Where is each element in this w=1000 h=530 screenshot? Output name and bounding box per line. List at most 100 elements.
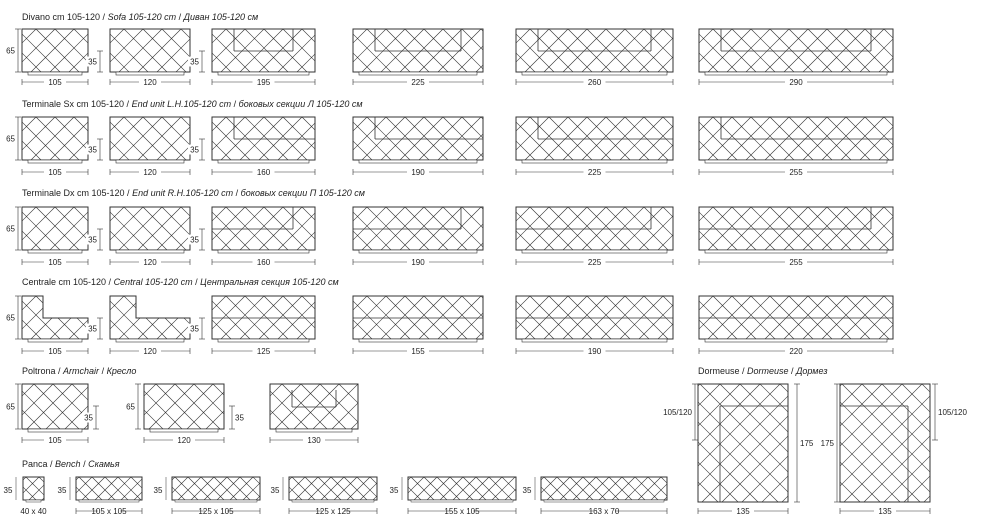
unit-terminale-sx-255 (698, 116, 894, 164)
quilt-pattern (353, 207, 483, 250)
section-title-poltrona: Poltrona / Armchair / Кресло (22, 366, 137, 376)
width-dimension-label: 120 (143, 78, 157, 87)
height-dimension-label: 65 (6, 47, 15, 56)
quilt-pattern (22, 29, 88, 72)
bench-125x105 (171, 476, 261, 503)
unit-terminale-sx-225 (515, 116, 674, 164)
width-dimension-label: 260 (588, 78, 602, 87)
unit-centrale-190 (515, 295, 674, 343)
quilt-pattern (699, 29, 893, 72)
bench-105x105 (75, 476, 143, 503)
quilt-pattern (172, 477, 260, 500)
quilt-pattern (212, 29, 315, 72)
width-dimension-label: 105 (48, 78, 62, 87)
width-dimension-label: 40 x 40 (20, 507, 47, 516)
bench-40x40 (22, 476, 45, 503)
quilt-pattern (212, 296, 315, 339)
height-dimension-label: 35 (88, 236, 97, 245)
height-dimension-label: 65 (6, 314, 15, 323)
quilt-pattern (23, 477, 44, 500)
unit-terminale-dx-160 (211, 206, 316, 254)
height-dimension-label: 65 (6, 225, 15, 234)
unit-centrale-120 (109, 295, 191, 343)
width-dimension-label: 135 (736, 507, 750, 516)
section-title-terminale-dx: Terminale Dx cm 105-120 / End unit R.H.1… (22, 188, 365, 198)
section-title-centrale: Centrale cm 105-120 / Central 105-120 cm… (22, 277, 339, 287)
quilt-pattern (289, 477, 377, 500)
width-dimension-label: 255 (789, 258, 803, 267)
bench-height-label: 35 (523, 486, 532, 495)
title-ru: Диван 105-120 см (183, 12, 259, 22)
width-dimension-label: 120 (177, 436, 191, 445)
width-dimension-label: 155 (411, 347, 425, 356)
width-dimension-label: 160 (257, 258, 271, 267)
dormeuse-left (697, 383, 789, 503)
unit-divano-260 (515, 28, 674, 76)
title-ru: боковых секции П 105-120 см (240, 188, 365, 198)
quilt-pattern (76, 477, 142, 500)
title-it: Dormeuse (698, 366, 740, 376)
unit-terminale-dx-120 (109, 206, 191, 254)
quilt-pattern (541, 477, 667, 500)
height-dimension-label: 35 (190, 236, 199, 245)
width-dimension-label: 160 (257, 168, 271, 177)
title-ru: Кресло (106, 366, 137, 376)
quilt-pattern (516, 117, 673, 160)
quilt-pattern (516, 29, 673, 72)
height-dimension-label: 35 (190, 58, 199, 67)
unit-centrale-155 (352, 295, 484, 343)
quilt-pattern (110, 117, 190, 160)
title-ru: Дормез (796, 366, 828, 376)
quilt-pattern (353, 296, 483, 339)
unit-terminale-sx-105 (21, 116, 89, 164)
width-dimension-label: 105 (48, 436, 62, 445)
title-en: Sofa 105-120 cm (107, 12, 177, 22)
height-dimension-label: 35 (88, 146, 97, 155)
width-dimension-label: 120 (143, 347, 157, 356)
quilt-pattern (110, 29, 190, 72)
title-it: Terminale Sx cm 105-120 (22, 99, 125, 109)
width-dimension-label: 125 x 125 (315, 507, 351, 516)
quilt-pattern (270, 384, 358, 429)
quilt-pattern (840, 384, 930, 502)
width-dimension-label: 225 (411, 78, 425, 87)
bench-height-label: 35 (58, 486, 67, 495)
quilt-pattern (110, 207, 190, 250)
quilt-pattern (699, 207, 893, 250)
quilt-pattern (516, 296, 673, 339)
width-dimension-label: 105 (48, 168, 62, 177)
unit-centrale-220 (698, 295, 894, 343)
unit-terminale-dx-105 (21, 206, 89, 254)
title-it: Panca (22, 459, 48, 469)
width-dimension-label: 125 x 105 (198, 507, 234, 516)
unit-terminale-sx-190 (352, 116, 484, 164)
width-dimension-label: 105 (48, 258, 62, 267)
dormeuse-right (839, 383, 931, 503)
unit-poltrona-120 (143, 383, 225, 433)
bench-163x70 (540, 476, 668, 503)
height-dimension-label: 35 (190, 325, 199, 334)
width-dimension-label: 125 (257, 347, 271, 356)
unit-terminale-dx-190 (352, 206, 484, 254)
unit-divano-225 (352, 28, 484, 76)
quilt-pattern (22, 207, 88, 250)
width-dimension-label: 120 (143, 258, 157, 267)
height-dimension-label: 65 (126, 403, 135, 412)
quilt-pattern (22, 117, 88, 160)
unit-terminale-sx-120 (109, 116, 191, 164)
quilt-pattern (212, 207, 315, 250)
width-dimension-label: 225 (588, 168, 602, 177)
width-dimension-label: 155 x 105 (444, 507, 480, 516)
unit-centrale-105 (21, 295, 89, 343)
width-dimension-label: 190 (588, 347, 602, 356)
bench-height-label: 35 (390, 486, 399, 495)
height-dimension-label: 65 (6, 135, 15, 144)
height-dimension-label: 65 (6, 403, 15, 412)
unit-centrale-125 (211, 295, 316, 343)
height-dimension-label: 35 (88, 325, 97, 334)
title-en: End unit L.H.105-120 cm (131, 99, 232, 109)
unit-terminale-dx-225 (515, 206, 674, 254)
height-dimension-label: 175 (821, 439, 835, 448)
